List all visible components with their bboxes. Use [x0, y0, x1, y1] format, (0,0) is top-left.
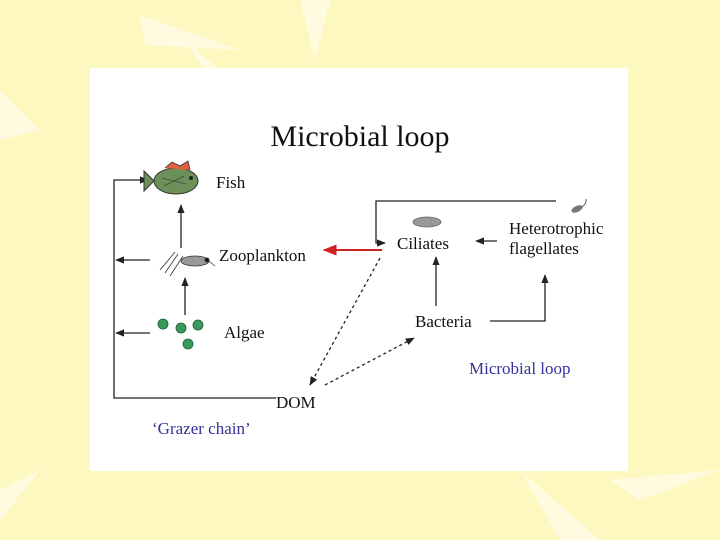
arrow-microbial-loop-top [375, 200, 556, 247]
slide-title: Microbial loop [270, 120, 450, 153]
node-bacteria: Bacteria [415, 312, 472, 331]
slide-panel [90, 68, 628, 471]
node-algae: Algae [224, 323, 265, 342]
caption-grazer-chain: ‘Grazer chain’ [152, 419, 251, 438]
node-dom: DOM [276, 393, 316, 412]
fish-icon [143, 160, 199, 195]
node-heterotrophic-line1: Heterotrophic [509, 219, 604, 238]
node-heterotrophic-line2: flagellates [509, 239, 579, 258]
zooplankton-icon [159, 251, 216, 277]
grazer-chain-arrows [113, 176, 276, 399]
arrow-bacteria-to-heterotrophic [490, 274, 549, 322]
caption-microbial-loop: Microbial loop [469, 359, 571, 378]
arrow-dom-to-bacteria [324, 337, 415, 386]
node-ciliates: Ciliates [397, 234, 449, 253]
flagellate-icon [571, 198, 587, 213]
ciliates-icon [412, 216, 442, 228]
node-fish: Fish [216, 173, 246, 192]
algae-icon [157, 318, 204, 350]
node-zooplankton: Zooplankton [219, 246, 306, 265]
microbial-loop-arrows [309, 200, 556, 386]
arrow-algae-to-dom [309, 257, 381, 386]
arrow-dom-to-fish-loop [113, 176, 276, 399]
